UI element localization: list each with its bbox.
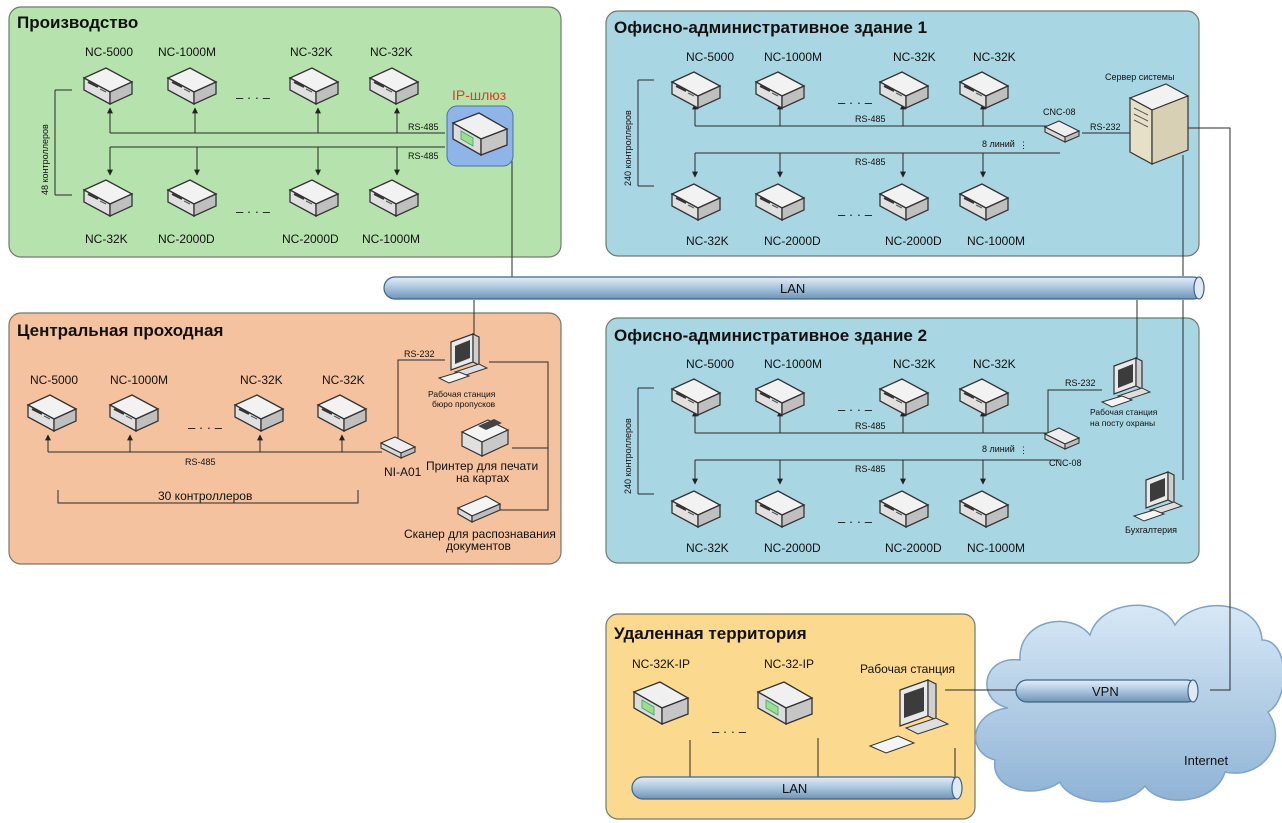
o2-count-label: 240 контроллеров (623, 418, 633, 494)
remote-label-2: NC-32-IP (764, 657, 814, 671)
o1-lines-dots: ⋮ (1019, 140, 1028, 150)
remote-lan-label: LAN (782, 781, 807, 796)
lan-bus-remote (631, 776, 963, 800)
o1-rs485-bottom: RS-485 (855, 157, 886, 167)
central-rs232: RS-232 (404, 349, 435, 359)
production-title: Производство (17, 13, 138, 32)
scanner-label-2: документов (446, 539, 511, 553)
o2-converter-label: CNC-08 (1049, 458, 1082, 468)
ellipsis-dots: – · · – (838, 402, 873, 417)
o2-rs232: RS-232 (1065, 378, 1096, 388)
o2-lines-dots: ⋮ (1019, 445, 1028, 455)
printer-label-1: Принтер для печати (426, 459, 538, 473)
card-printer-icon (460, 419, 510, 457)
ellipsis-dots: – · · – (712, 724, 747, 739)
office2-title: Офисно-административное здание 2 (614, 326, 927, 345)
o2-rs485-bottom: RS-485 (855, 464, 886, 474)
prod-top-label-3: NC-32K (290, 45, 333, 59)
o2-top-label-4: NC-32K (973, 357, 1016, 371)
central-title: Центральная проходная (17, 321, 223, 340)
ellipsis-dots: – · · – (188, 420, 223, 435)
o1-count-label: 240 контроллеров (623, 110, 633, 186)
central-count-label: 30 контроллеров (158, 489, 252, 503)
printer-label-2: на картах (456, 471, 509, 485)
o1-rs485-top: RS-485 (855, 114, 886, 124)
central-rs485: RS-485 (185, 457, 216, 467)
central-label-1: NC-5000 (30, 373, 78, 387)
o1-bottom-label-1: NC-32K (686, 234, 729, 248)
office1-zone (605, 10, 1200, 257)
ip-gateway-label: IP-шлюз (452, 87, 506, 103)
office1-title: Офисно-административное здание 1 (614, 18, 927, 37)
ws-label-1: Рабочая станция (428, 389, 496, 399)
o2-top-label-3: NC-32K (893, 357, 936, 371)
vpn-tunnel (1015, 679, 1199, 703)
internet-cloud (974, 604, 1282, 803)
o1-bottom-label-2: NC-2000D (764, 234, 821, 248)
prod-bottom-label-2: NC-2000D (158, 232, 215, 246)
remote-title: Удаленная территория (614, 624, 807, 643)
prod-count-label: 48 контроллеров (40, 124, 50, 195)
remote-workstation-icon (868, 679, 950, 754)
server-icon (1128, 83, 1190, 166)
ellipsis-dots: – · · – (236, 204, 271, 219)
guard-label-2: на посту охраны (1090, 418, 1155, 428)
lan-bus-main (383, 276, 1205, 300)
prod-top-label-1: NC-5000 (85, 45, 133, 59)
scanner-label-1: Сканер для распознавания (404, 527, 556, 541)
office2-zone (605, 317, 1200, 564)
ellipsis-dots: – · · – (838, 207, 873, 222)
central-label-2: NC-1000M (110, 373, 168, 387)
vpn-label: VPN (1092, 684, 1119, 699)
o1-top-label-2: NC-1000M (764, 50, 822, 64)
o2-bottom-label-4: NC-1000M (967, 541, 1025, 555)
prod-bottom-label-4: NC-1000M (362, 232, 420, 246)
guard-label-1: Рабочая станция (1090, 407, 1158, 417)
o1-lines-label: 8 линий (982, 139, 1015, 149)
o1-bottom-label-4: NC-1000M (967, 234, 1025, 248)
o2-bottom-label-1: NC-32K (686, 541, 729, 555)
ni-a01-label: NI-A01 (384, 465, 422, 479)
o1-converter-label: CNC-08 (1043, 107, 1076, 117)
production-zone (8, 6, 562, 258)
prod-top-label-4: NC-32K (370, 45, 413, 59)
ellipsis-dots: – · · – (236, 90, 271, 105)
remote-label-1: NC-32K-IP (632, 657, 690, 671)
o1-bottom-label-3: NC-2000D (885, 234, 942, 248)
prod-rs485-top: RS-485 (408, 122, 439, 132)
o2-rs485-top: RS-485 (855, 421, 886, 431)
prod-top-label-2: NC-1000M (158, 45, 216, 59)
o2-top-label-2: NC-1000M (764, 357, 822, 371)
prod-bottom-label-3: NC-2000D (282, 232, 339, 246)
central-label-4: NC-32K (322, 373, 365, 387)
ws-label-2: бюро пропусков (432, 399, 496, 409)
prod-bottom-label-1: NC-32K (85, 232, 128, 246)
internet-label: Internet (1184, 753, 1228, 768)
o2-bottom-label-2: NC-2000D (764, 541, 821, 555)
ellipsis-dots: – · · – (838, 514, 873, 529)
o1-top-label-1: NC-5000 (686, 50, 734, 64)
lan-label: LAN (780, 281, 805, 296)
o1-top-label-4: NC-32K (973, 50, 1016, 64)
accounting-label: Бухгалтерия (1125, 525, 1177, 535)
central-zone (8, 312, 562, 565)
o1-rs232: RS-232 (1090, 122, 1121, 132)
o2-top-label-1: NC-5000 (686, 357, 734, 371)
prod-rs485-bottom: RS-485 (408, 151, 439, 161)
remote-workstation-label: Рабочая станция (860, 662, 955, 676)
o2-lines-label: 8 линий (982, 444, 1015, 454)
o2-bottom-label-3: NC-2000D (885, 541, 942, 555)
o1-top-label-3: NC-32K (893, 50, 936, 64)
central-label-3: NC-32K (240, 373, 283, 387)
ellipsis-dots: – · · – (838, 95, 873, 110)
server-label: Сервер системы (1105, 72, 1174, 82)
document-scanner-icon (456, 495, 502, 524)
